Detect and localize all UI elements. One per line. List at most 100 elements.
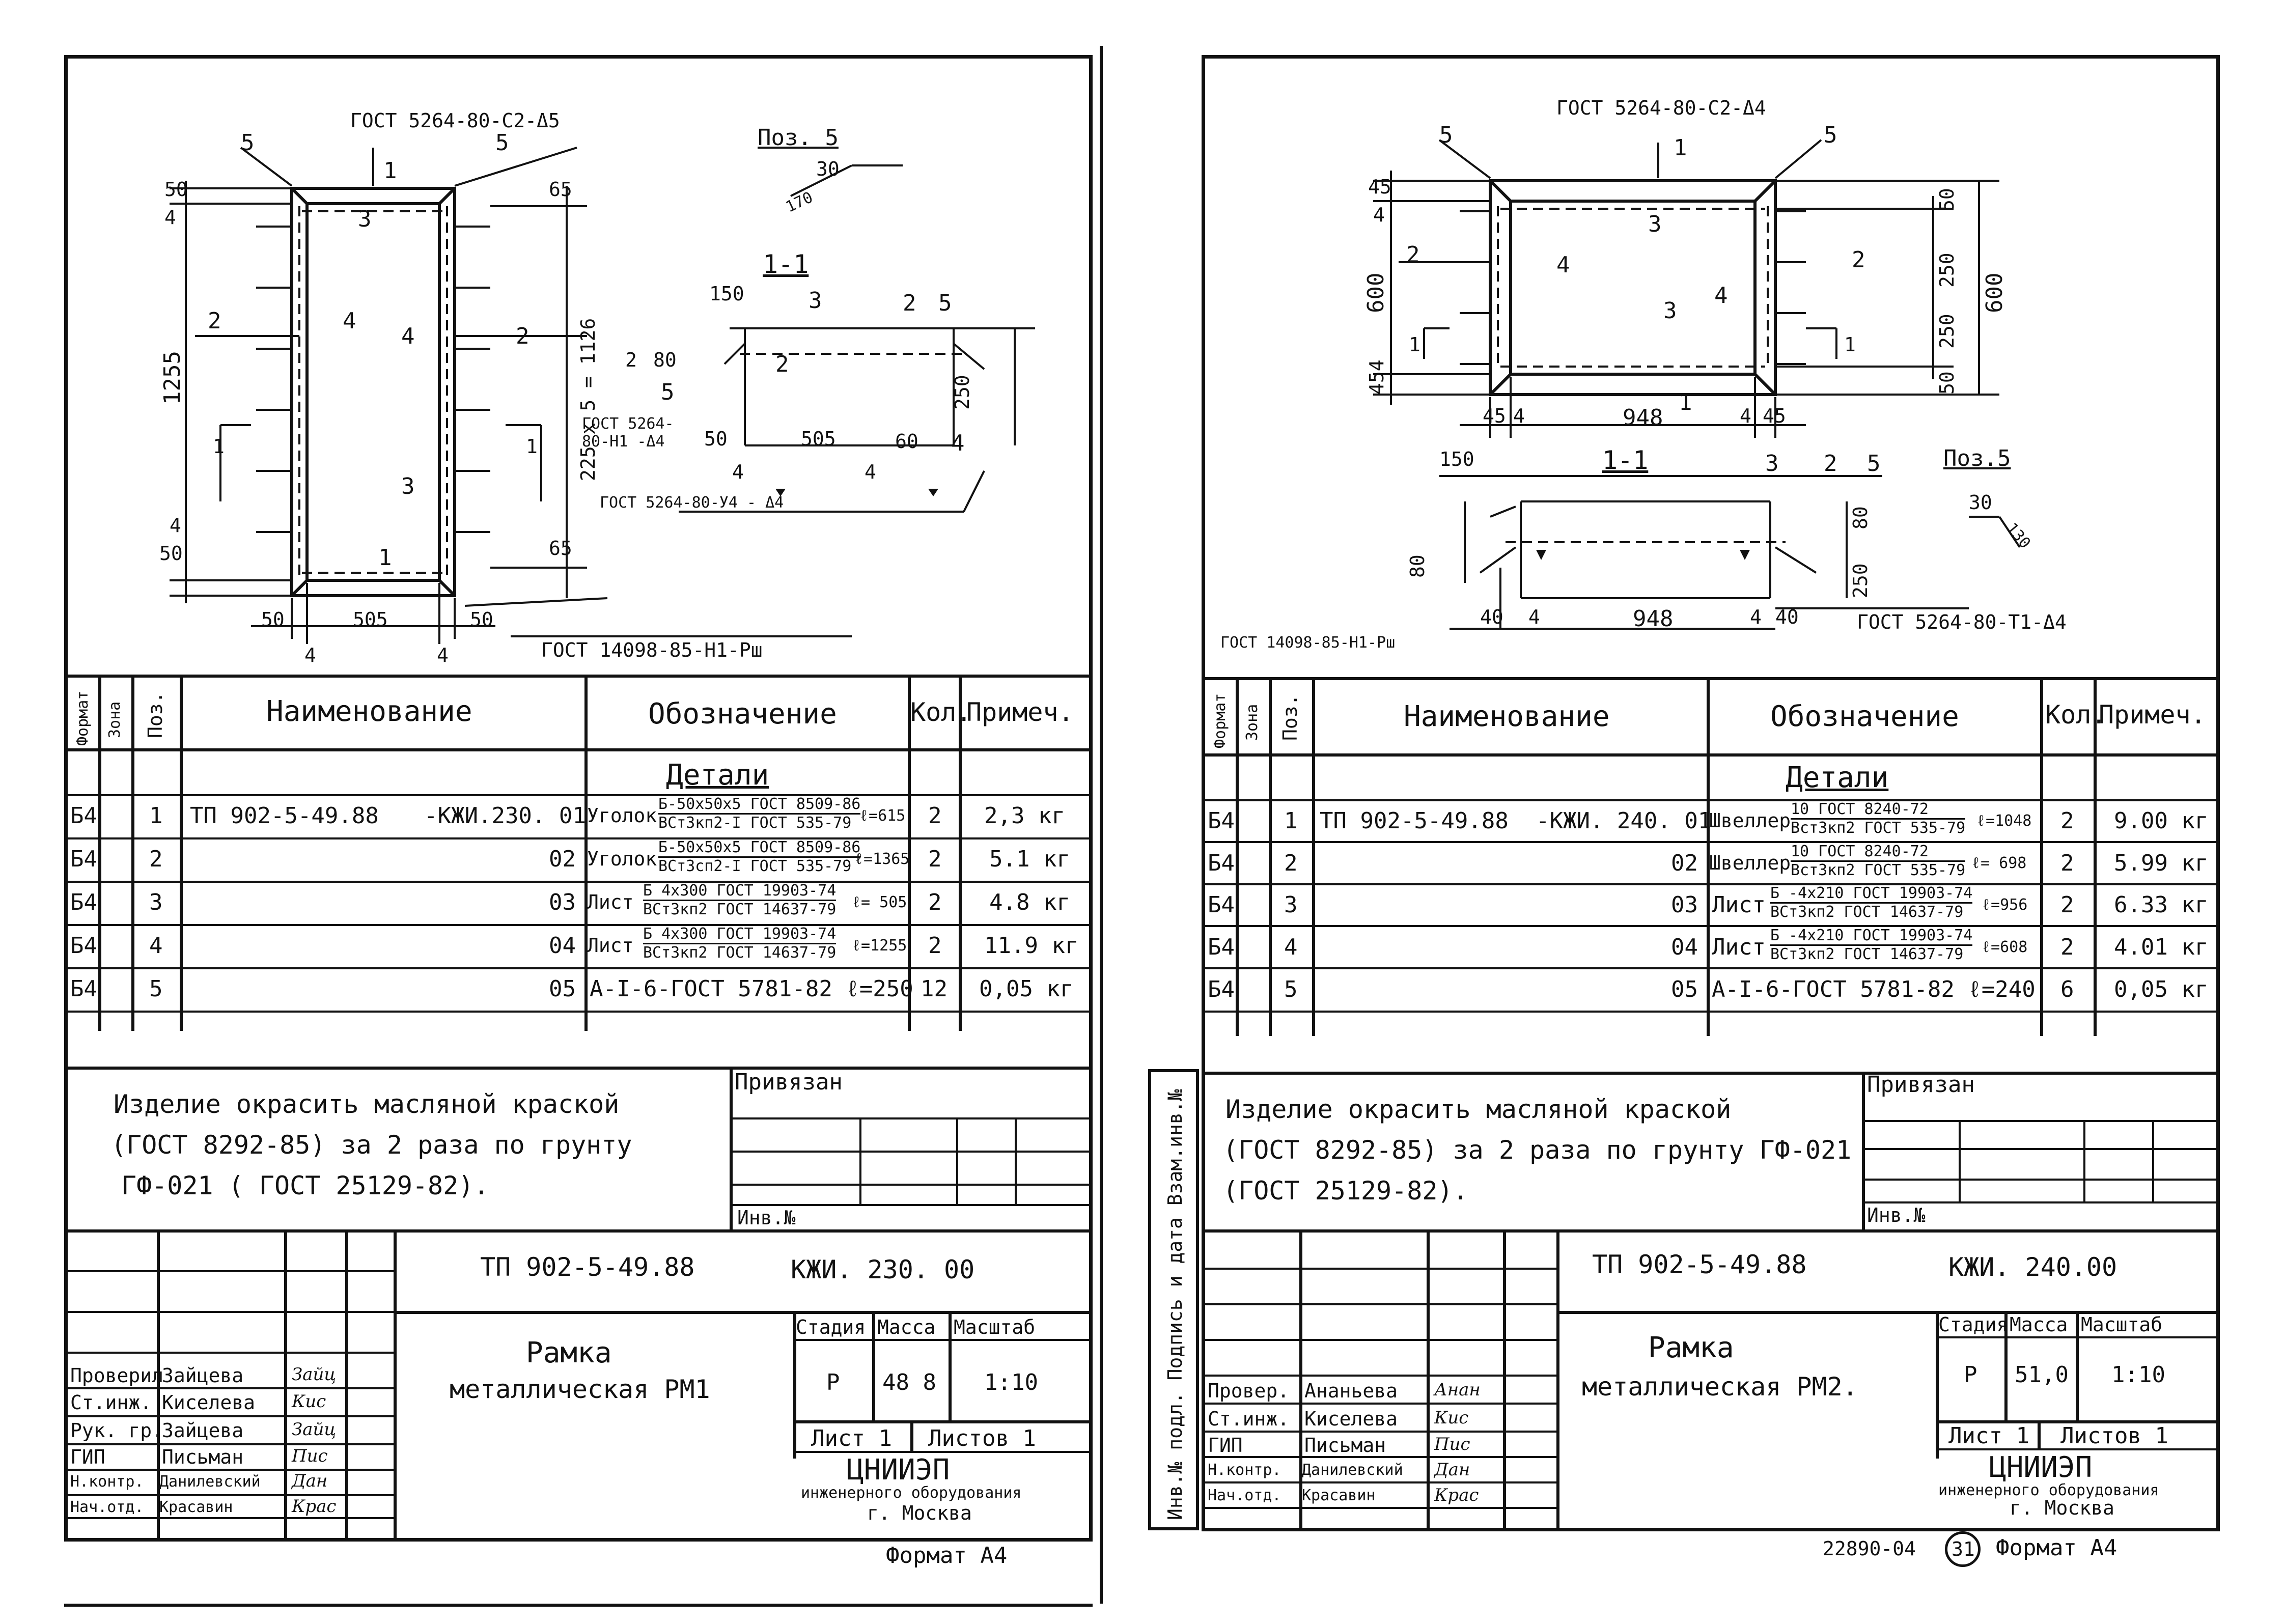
right-sheet: ГОСТ 5264-80-С2-Δ4 5 1 5 3 2 4 4 2 3 1 4… — [1202, 55, 2220, 1531]
left-bottom-rule — [64, 1604, 1093, 1607]
right-section-label: 1-1 — [1602, 445, 1649, 475]
left-scale-h: Масштаб — [954, 1316, 1036, 1338]
row-pos: 2 — [1284, 850, 1298, 876]
row-pos: 4 — [1284, 934, 1298, 960]
right-stage-h: Стадия — [1938, 1313, 2009, 1336]
right-callout-2b: 2 — [1852, 247, 1865, 273]
desig-num: 10 ГОСТ 8240-72 — [1791, 802, 1966, 820]
right-mass: 51,0 — [2015, 1362, 2069, 1388]
right-privyazan: Привязан — [1867, 1072, 1975, 1098]
desig-num: 10 ГОСТ 8240-72 — [1791, 844, 1966, 862]
right-dim-bot-4b: 4 — [1740, 405, 1751, 427]
left-dim-50a: 50 — [261, 608, 285, 631]
left-sheet: ГОСТ 5264-80-С2-Δ5 5 1 5 3 2 4 4 2 3 1 5… — [64, 55, 1093, 1542]
role-name: Зайцева — [162, 1364, 244, 1387]
role-name: Красавин — [159, 1498, 233, 1516]
right-mass-h: Масса — [2010, 1313, 2068, 1336]
row-qty: 2 — [2060, 850, 2074, 876]
right-sec-4b: 4 — [1750, 606, 1762, 628]
role-signature: Пис — [1434, 1434, 1470, 1454]
role-signature: Крас — [1434, 1485, 1479, 1505]
role-signature: Кис — [292, 1391, 326, 1412]
left-code: КЖИ. 230. 00 — [791, 1255, 975, 1284]
desig-den: ВСт3кп2-I ГОСТ 535-79 — [658, 814, 852, 832]
left-dim-1255: 1255 — [159, 351, 185, 405]
row-code: 04 — [1671, 934, 1698, 960]
role-label: Н.контр. — [1208, 1461, 1281, 1479]
left-sec-150: 150 — [709, 283, 744, 305]
left-org-1: ЦНИИЭП — [847, 1453, 950, 1487]
left-title-block: ТП 902-5-49.88 КЖИ. 230. 00 Рамка металл… — [68, 1229, 1089, 1538]
role-signature: Анан — [1434, 1380, 1481, 1400]
right-sec-150: 150 — [1439, 448, 1474, 470]
role-name: Киселева — [1304, 1408, 1398, 1430]
left-inv: Инв.№ — [737, 1207, 796, 1229]
right-sec-callout-5: 5 — [1867, 451, 1881, 477]
row-desig-plain: А-I-6-ГОСТ 5781-82 ℓ=250 — [590, 976, 913, 1002]
left-dim-4-top: 4 — [164, 206, 176, 229]
desig-den: ВСт3кп2 ГОСТ 14637-79 — [1770, 903, 1964, 921]
right-title-1: Рамка — [1648, 1331, 1734, 1364]
row-desig-pre: Лист — [1712, 892, 1766, 918]
left-weld-note-2: ГОСТ 5264-80-У4 - Δ4 — [600, 494, 784, 512]
side-stamp-text: Инв.№ подл. Подпись и дата Взам.инв.№ — [1164, 1089, 1186, 1520]
left-project: ТП 902-5-49.88 — [480, 1252, 695, 1282]
right-th-note: Примеч. — [2099, 700, 2206, 730]
left-weld-note-1: ГОСТ 5264-80-Н1 -Δ4 — [582, 415, 674, 451]
right-side-stamp: Инв.№ подл. Подпись и дата Взам.инв.№ — [1148, 1069, 1199, 1530]
role-name: Данилевский — [159, 1473, 261, 1491]
role-label: Нач.отд. — [70, 1498, 144, 1516]
row-format: Б4 — [70, 889, 97, 915]
role-label: Проверил — [70, 1364, 164, 1387]
left-callout-4b: 4 — [401, 323, 415, 349]
right-callout-4b: 4 — [1714, 283, 1728, 309]
left-sec-callout-5a: 5 — [661, 379, 675, 405]
left-scale: 1:10 — [984, 1369, 1038, 1395]
right-note-line-1: Изделие окрасить масляной краской — [1225, 1095, 1732, 1124]
role-name: Красавин — [1302, 1487, 1376, 1504]
right-sec-250: 250 — [1849, 563, 1872, 598]
role-signature: Зайц — [292, 1364, 337, 1385]
right-pos5-30: 30 — [1969, 491, 1992, 514]
left-dim-50-bot: 50 — [159, 542, 183, 565]
right-sec-4a: 4 — [1528, 606, 1540, 628]
desig-den: Вст3кп2 ГОСТ 535-79 — [1791, 819, 1966, 837]
role-signature: Кис — [1434, 1408, 1469, 1428]
row-note: 0,05 кг — [979, 976, 1074, 1002]
right-org-1: ЦНИИЭП — [1989, 1451, 2093, 1484]
left-sec-4b: 4 — [865, 461, 876, 483]
row-format: Б4 — [70, 976, 97, 1002]
right-sec-callout-3: 3 — [1765, 451, 1779, 477]
row-format: Б4 — [1208, 976, 1235, 1002]
row-note: 5.99 кг — [2114, 850, 2209, 876]
left-stage-h: Стадия — [796, 1316, 866, 1338]
right-dim-454: 454 — [1366, 359, 1388, 395]
role-label: ГИП — [1208, 1434, 1243, 1457]
left-spec-table: Формат Зона Поз. Наименование Обозначени… — [68, 675, 1089, 1031]
role-name: Данилевский — [1302, 1461, 1403, 1479]
right-dim-bot-948: 948 — [1623, 405, 1663, 431]
right-th-qty: Кол. — [2045, 700, 2107, 730]
right-callout-1b: 1 — [1679, 389, 1692, 415]
left-stage: Р — [826, 1369, 840, 1395]
right-dim-50b: 50 — [1936, 371, 1958, 395]
left-callout-5b: 5 — [495, 130, 509, 156]
row-code: 02 — [1671, 850, 1698, 876]
row-note: 4.01 кг — [2114, 934, 2209, 960]
row-format: Б4 — [1208, 892, 1235, 918]
right-cut-1a: 1 — [1409, 333, 1420, 356]
right-th-pos: Поз. — [1279, 694, 1301, 741]
right-title-block: ТП 902-5-49.88 КЖИ. 240.00 Рамка металли… — [1205, 1229, 2216, 1528]
row-code: -КЖИ.230. 01 — [424, 803, 586, 829]
row-qty: 2 — [928, 846, 942, 872]
role-label: Ст.инж. — [1208, 1408, 1290, 1430]
left-sec-callout-5b: 5 — [938, 290, 952, 316]
row-code: 02 — [549, 846, 576, 872]
left-pos5-label: Поз. 5 — [758, 125, 839, 151]
role-name: Письман — [1304, 1434, 1386, 1457]
row-name: ТП 902-5-49.88 — [190, 803, 379, 829]
row-pos: 2 — [149, 846, 163, 872]
left-drawing: ГОСТ 5264-80-С2-Δ5 5 1 5 3 2 4 4 2 3 1 5… — [68, 59, 1089, 669]
left-sec-callout-4: 4 — [951, 430, 965, 456]
